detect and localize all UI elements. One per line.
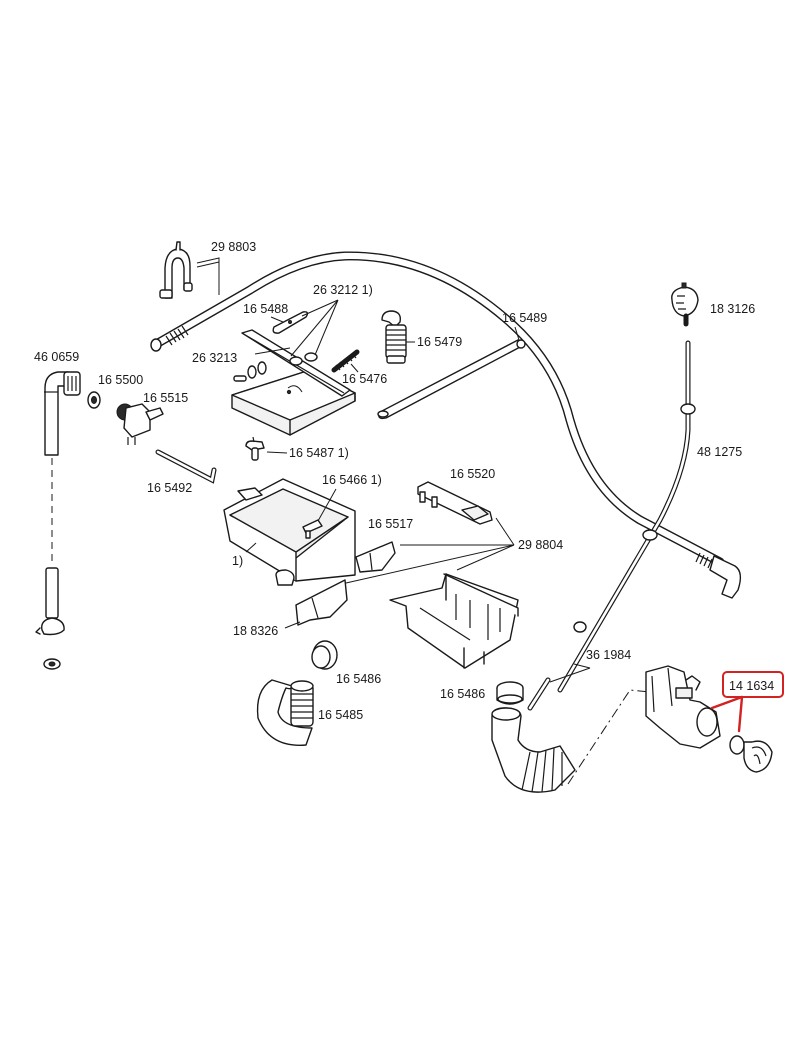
part-165520-siphon-cap[interactable] xyxy=(417,481,493,525)
part-165488-clip[interactable] xyxy=(270,311,309,334)
part-263213-dispenser-lid[interactable] xyxy=(231,329,356,436)
leader-298804 xyxy=(345,517,515,584)
label-165517: 16 5517 xyxy=(368,517,413,531)
part-drain-pump[interactable] xyxy=(645,665,721,749)
highlight-arrow-pump xyxy=(710,695,744,710)
part-dispenser-housing[interactable] xyxy=(223,478,356,586)
main-inlet-hose[interactable] xyxy=(150,251,742,599)
assembly-connector-line xyxy=(567,689,651,785)
label-165515: 16 5515 xyxy=(143,391,188,405)
part-165517-flap[interactable] xyxy=(355,541,396,573)
label-263213: 26 3213 xyxy=(192,351,237,365)
label-note1: 1) xyxy=(232,554,243,568)
part-165486-seal-left[interactable] xyxy=(311,640,338,670)
label-165479: 16 5479 xyxy=(417,335,462,349)
bottom-washer xyxy=(43,658,61,670)
part-183126-pressure-switch[interactable] xyxy=(671,282,699,327)
label-165466: 16 5466 1) xyxy=(322,473,382,487)
label-165486-left: 16 5486 xyxy=(336,672,381,686)
label-165492: 16 5492 xyxy=(147,481,192,495)
label-263212: 26 3212 1) xyxy=(313,283,373,297)
label-165488: 16 5488 xyxy=(243,302,288,316)
part-460659-inlet-elbow[interactable] xyxy=(35,371,81,636)
label-165486-right: 16 5486 xyxy=(440,687,485,701)
label-298803: 29 8803 xyxy=(211,240,256,254)
label-165520: 16 5520 xyxy=(450,467,495,481)
part-detergent-drawer[interactable] xyxy=(389,573,519,669)
highlight-box xyxy=(722,671,784,698)
part-165486-seal-right[interactable] xyxy=(496,681,524,705)
part-481275-pressure-tube[interactable] xyxy=(557,340,696,693)
part-sump-elbow-hose[interactable] xyxy=(491,677,576,793)
part-141634-pump-filter[interactable] xyxy=(729,735,773,773)
label-183126: 18 3126 xyxy=(710,302,755,316)
part-165485-drain-bellows[interactable] xyxy=(256,679,314,746)
part-165487-pin[interactable] xyxy=(245,436,288,461)
label-165500: 16 5500 xyxy=(98,373,143,387)
label-460659: 46 0659 xyxy=(34,350,79,364)
hose-threaded-end-left xyxy=(150,325,189,352)
part-188326-flap[interactable] xyxy=(284,579,348,629)
label-141634[interactable]: 14 1634 xyxy=(729,679,774,693)
part-165500-washer[interactable] xyxy=(87,391,101,409)
leader-361984 xyxy=(549,663,591,683)
label-481275: 48 1275 xyxy=(697,445,742,459)
hose-bent-end-right xyxy=(695,552,742,599)
highlight-arrow-filter xyxy=(737,695,744,733)
label-165489: 16 5489 xyxy=(502,311,547,325)
part-165489-strap[interactable] xyxy=(377,326,526,420)
label-165487: 16 5487 1) xyxy=(289,446,349,460)
label-188326: 18 8326 xyxy=(233,624,278,638)
part-165479-bellows[interactable] xyxy=(381,310,415,364)
part-165492-bent-tube[interactable] xyxy=(155,449,217,484)
part-165476-spring[interactable] xyxy=(331,349,360,373)
label-165485: 16 5485 xyxy=(318,708,363,722)
part-298803-hose-clamp[interactable] xyxy=(159,241,220,299)
leader-263212 xyxy=(290,299,339,357)
highlight-141634 xyxy=(710,671,784,733)
label-165476: 16 5476 xyxy=(342,372,387,386)
part-165515-inlet-valve[interactable] xyxy=(116,403,164,445)
label-361984: 36 1984 xyxy=(586,648,631,662)
part-165466-clip[interactable] xyxy=(302,519,323,539)
label-298804: 29 8804 xyxy=(518,538,563,552)
